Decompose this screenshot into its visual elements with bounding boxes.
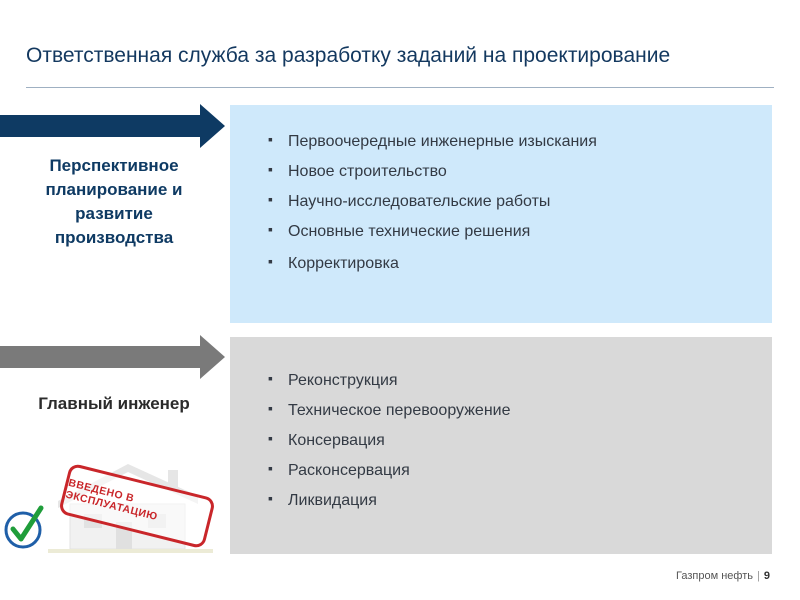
bullet-icon: ▪ [268, 161, 273, 177]
section-label-planning: Перспективное планирование и развитие пр… [45, 156, 183, 247]
check-icon [4, 505, 44, 549]
bullet-icon: ▪ [268, 253, 273, 269]
bullet-icon: ▪ [268, 370, 273, 386]
list-item: ▪Консервация [268, 430, 385, 449]
bullet-icon: ▪ [268, 191, 273, 207]
bullet-list: ▪Реконструкция ▪Техническое перевооружен… [268, 370, 511, 522]
bullet-icon: ▪ [268, 221, 273, 237]
footer-company: Газпром нефть [676, 570, 754, 582]
arrow-right-icon [0, 104, 225, 148]
bullet-list: ▪Первоочередные инженерные изыскания ▪Но… [268, 131, 597, 285]
page-number: 9 [763, 570, 770, 582]
footer-separator: | [757, 570, 760, 582]
footer: Газпром нефть|9 [676, 570, 770, 582]
arrow-right-icon [0, 335, 225, 379]
bullet-icon: ▪ [268, 400, 273, 416]
bullet-icon: ▪ [268, 490, 273, 506]
bullet-icon: ▪ [268, 131, 273, 147]
list-item: ▪Реконструкция [268, 370, 398, 389]
list-item: ▪Научно-исследовательские работы [268, 191, 551, 210]
list-item: ▪Корректировка [268, 253, 399, 272]
list-item: ▪Основные технические решения [268, 221, 531, 240]
list-item: ▪Техническое перевооружение [268, 400, 511, 419]
list-item: ▪Расконсервация [268, 460, 410, 479]
section-label-chief-engineer: Главный инженер [38, 394, 190, 413]
bullet-icon: ▪ [268, 430, 273, 446]
list-item: ▪Ликвидация [268, 490, 377, 509]
slide-title: Ответственная служба за разработку задан… [26, 44, 671, 67]
bullet-icon: ▪ [268, 460, 273, 476]
title-divider [26, 87, 774, 88]
list-item: ▪Первоочередные инженерные изыскания [268, 131, 597, 150]
panel-chief-engineer: ▪Реконструкция ▪Техническое перевооружен… [230, 337, 772, 554]
list-item: ▪Новое строительство [268, 161, 447, 180]
panel-planning: ▪Первоочередные инженерные изыскания ▪Но… [230, 105, 772, 323]
